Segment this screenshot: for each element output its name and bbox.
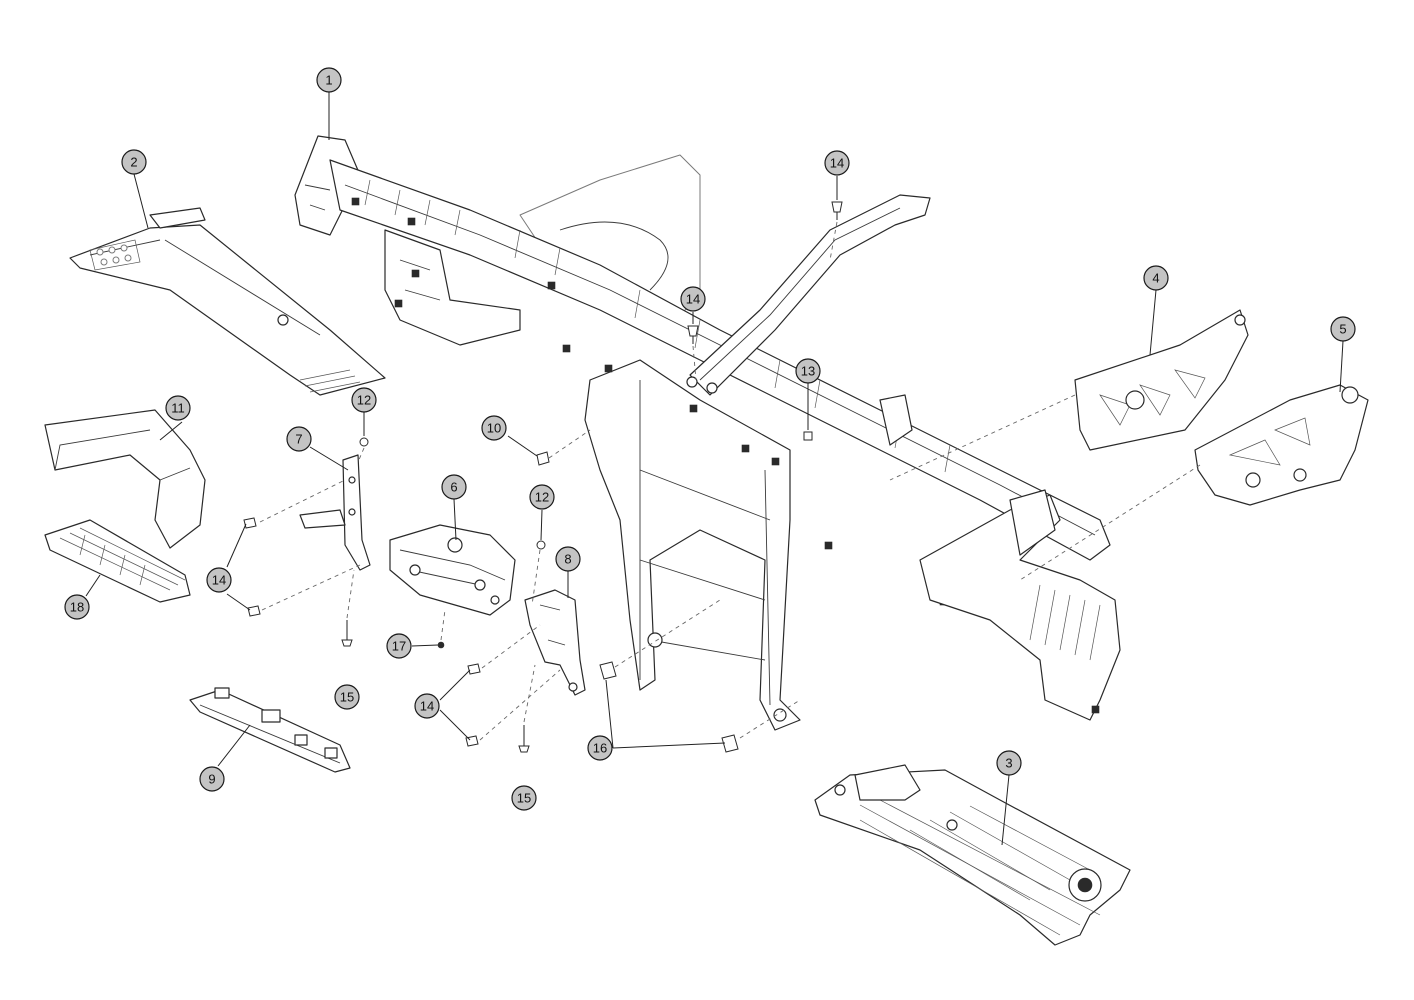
callout-12-a: 12 <box>351 387 377 413</box>
callout-11: 11 <box>165 395 191 421</box>
callout-14-a: 14 <box>824 150 850 176</box>
callout-8: 8 <box>555 546 581 572</box>
svg-text:14: 14 <box>420 699 434 714</box>
svg-text:13: 13 <box>801 364 815 379</box>
fastener-17-pin <box>437 641 445 649</box>
callout-1: 1 <box>316 67 342 93</box>
svg-text:1: 1 <box>325 73 332 88</box>
callout-14-d: 14 <box>414 693 440 719</box>
callout-14-b: 14 <box>680 286 706 312</box>
fastener-13-clip <box>803 431 813 441</box>
part-11-cover <box>44 409 206 549</box>
callout-7: 7 <box>286 426 312 452</box>
svg-text:6: 6 <box>450 480 457 495</box>
svg-text:16: 16 <box>593 741 607 756</box>
part-8-center-bracket <box>524 589 586 696</box>
callout-18: 18 <box>64 594 90 620</box>
part-4-right-bracket <box>1074 309 1249 451</box>
callout-12-b: 12 <box>529 484 555 510</box>
callout-5: 5 <box>1330 316 1356 342</box>
callout-10: 10 <box>481 415 507 441</box>
svg-text:14: 14 <box>830 156 844 171</box>
callout-4: 4 <box>1143 265 1169 291</box>
fastener-15-screws <box>341 620 530 753</box>
part-5-right-side-bracket <box>1194 384 1369 506</box>
svg-text:14: 14 <box>686 292 700 307</box>
svg-text:17: 17 <box>392 639 406 654</box>
fastener-12-nut-a <box>359 437 369 447</box>
svg-text:8: 8 <box>564 552 571 567</box>
svg-text:4: 4 <box>1152 271 1159 286</box>
svg-text:12: 12 <box>535 490 549 505</box>
callout-3: 3 <box>996 750 1022 776</box>
svg-text:9: 9 <box>208 772 215 787</box>
callout-9: 9 <box>199 766 225 792</box>
part-3-lower-right-grille <box>814 764 1131 946</box>
svg-text:15: 15 <box>517 791 531 806</box>
assembly-lines <box>259 221 1201 741</box>
svg-text:7: 7 <box>295 432 302 447</box>
callout-6: 6 <box>441 474 467 500</box>
svg-text:3: 3 <box>1005 756 1012 771</box>
callout-15-a: 15 <box>334 684 360 710</box>
callout-14-c: 14 <box>206 567 232 593</box>
fastener-12-nut-b <box>536 540 546 550</box>
part-7-left-bracket <box>299 454 371 571</box>
fastener-10-clip <box>536 451 550 466</box>
part-18-tray <box>44 519 191 603</box>
leader-lines <box>85 92 1344 846</box>
callouts: 1 2 3 4 5 6 7 8 9 10 11 12 12 13 14 14 1… <box>64 67 1356 811</box>
svg-text:5: 5 <box>1339 322 1346 337</box>
svg-text:15: 15 <box>340 690 354 705</box>
callout-17: 17 <box>386 633 412 659</box>
svg-text:11: 11 <box>171 401 185 416</box>
part-1-cross-car-beam <box>294 135 1121 731</box>
part-9-lower-trim <box>189 687 351 773</box>
svg-text:2: 2 <box>130 155 137 170</box>
svg-text:12: 12 <box>357 393 371 408</box>
callout-13: 13 <box>795 358 821 384</box>
svg-text:10: 10 <box>487 421 501 436</box>
callout-16: 16 <box>587 735 613 761</box>
svg-text:18: 18 <box>70 600 84 615</box>
fastener-16-bolts <box>599 661 739 753</box>
callout-2: 2 <box>121 149 147 175</box>
part-2-left-duct <box>69 207 386 396</box>
svg-text:14: 14 <box>212 573 226 588</box>
callout-15-b: 15 <box>511 785 537 811</box>
part-6-center-module <box>389 524 516 616</box>
